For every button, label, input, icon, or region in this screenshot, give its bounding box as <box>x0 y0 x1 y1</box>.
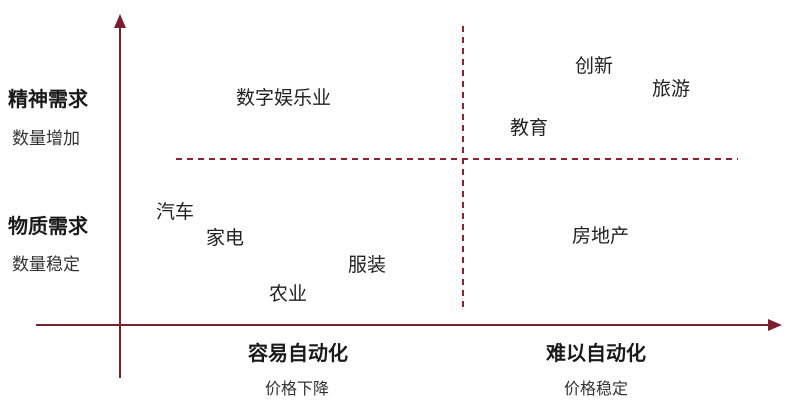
y-top-main-label: 精神需求 <box>8 87 88 111</box>
quadrant-item-tourism: 旅游 <box>652 78 691 100</box>
x-left-main-label: 容易自动化 <box>248 341 348 365</box>
quadrant-item-home-appliance: 家电 <box>206 227 245 249</box>
y-bottom-sub-label: 数量稳定 <box>12 255 80 275</box>
x-right-sub-label: 价格稳定 <box>564 379 629 398</box>
quadrant-item-digital-entertainment: 数字娱乐业 <box>236 87 332 109</box>
quadrant-item-real-estate: 房地产 <box>572 225 630 247</box>
x-left-sub-label: 价格下降 <box>265 379 330 398</box>
y-axis-arrow <box>114 14 126 28</box>
quadrant-item-innovation: 创新 <box>575 55 614 77</box>
y-top-sub-label: 数量增加 <box>12 129 80 149</box>
quadrant-item-agriculture: 农业 <box>269 283 308 305</box>
quadrant-item-apparel: 服装 <box>348 254 387 276</box>
x-axis-arrow <box>768 319 782 331</box>
x-right-main-label: 难以自动化 <box>546 341 646 365</box>
quadrant-item-education: 教育 <box>510 117 549 139</box>
quadrant-item-automobile: 汽车 <box>156 201 195 223</box>
y-bottom-main-label: 物质需求 <box>8 214 88 238</box>
